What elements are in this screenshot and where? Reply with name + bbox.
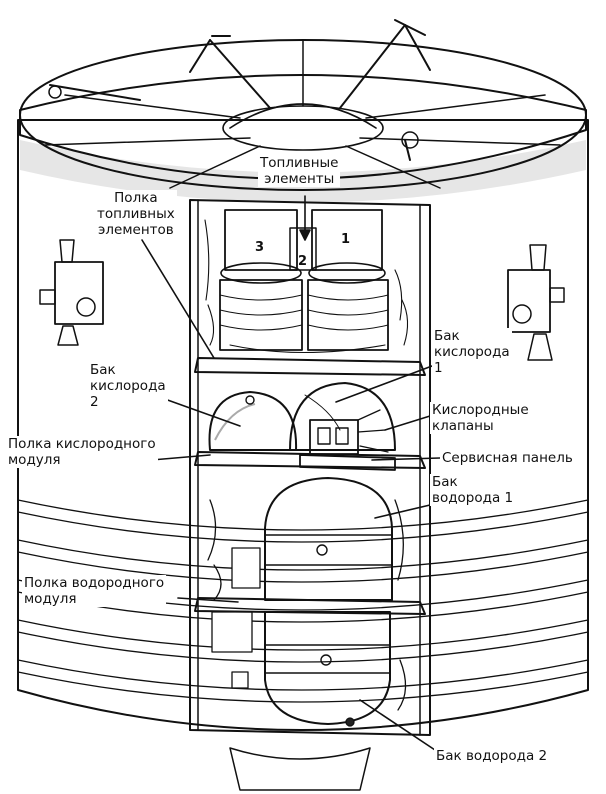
fuel-cell-2: [289, 227, 317, 271]
fuel-cell-stack: [204, 209, 409, 354]
service-panel: [299, 454, 396, 471]
leader-hydrogen-tank-1: [374, 504, 431, 519]
leader-oxygen-valves: [384, 415, 431, 431]
rcs-quad-right: [507, 244, 565, 361]
top-deck: [19, 19, 587, 191]
fuel-cell-1: [307, 209, 389, 351]
cell-number-2: 2: [298, 254, 308, 269]
leader-fuel-cell-shelf: [141, 239, 215, 359]
leader-oxygen-tank-2: [161, 397, 241, 427]
rcs-quad-left: [39, 239, 104, 346]
hydrogen-tank-2: [264, 611, 391, 725]
leader-hydrogen-shelf: [177, 597, 239, 603]
oxygen-tank-2: [208, 391, 298, 451]
leader-oxygen-tank-1: [335, 365, 433, 403]
fuel-cell-shelf: [194, 357, 426, 376]
oxygen-tank-1: [289, 382, 396, 451]
oxygen-valves: [309, 409, 389, 455]
radiator-ribs: [17, 499, 589, 703]
deck-struts: [49, 19, 431, 161]
label-hydrogen-tank-2: Бак водорода 2: [434, 748, 550, 764]
leader-hydrogen-tank-2: [359, 699, 439, 753]
hull: [17, 119, 589, 791]
hydrogen-shelf: [194, 597, 426, 615]
hydrogen-tank-1: [264, 477, 393, 601]
hydrogen-plumbing: [207, 499, 407, 727]
cell-number-3: 3: [255, 240, 265, 255]
oxygen-shelf: [194, 451, 426, 469]
cell-number-1: 1: [341, 232, 351, 247]
label-service-panel: Сервисная панель: [440, 450, 575, 466]
leader-lines: [139, 195, 441, 753]
leader-service-panel: [371, 457, 441, 461]
